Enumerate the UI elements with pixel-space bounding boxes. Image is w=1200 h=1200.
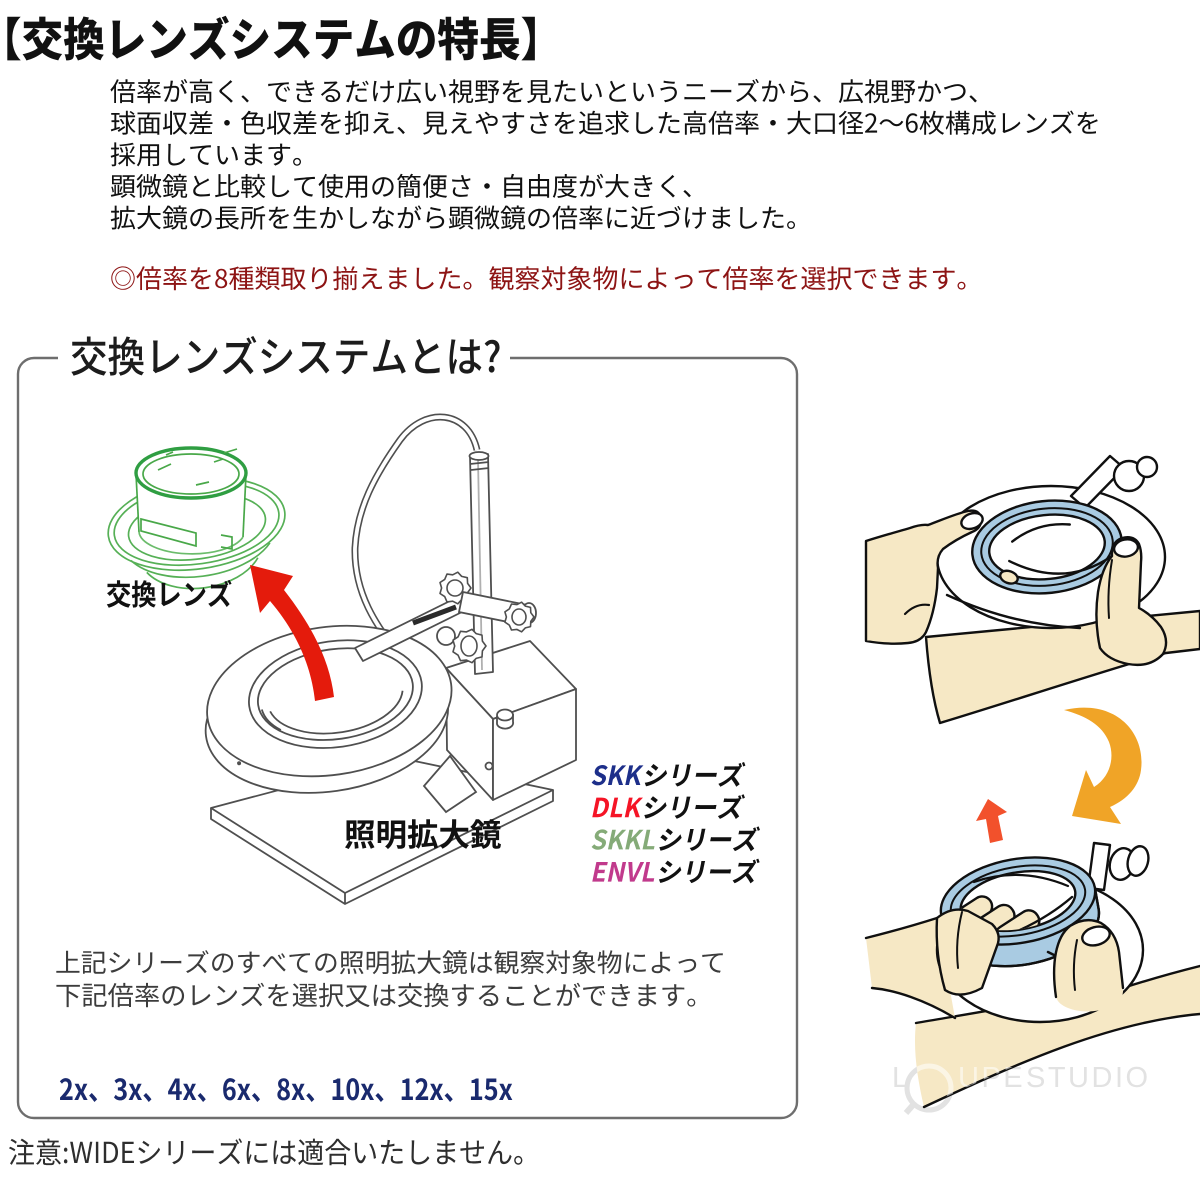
svg-text:STUDIO: STUDIO [1026,1062,1151,1094]
svg-text:L: L [892,1062,911,1094]
